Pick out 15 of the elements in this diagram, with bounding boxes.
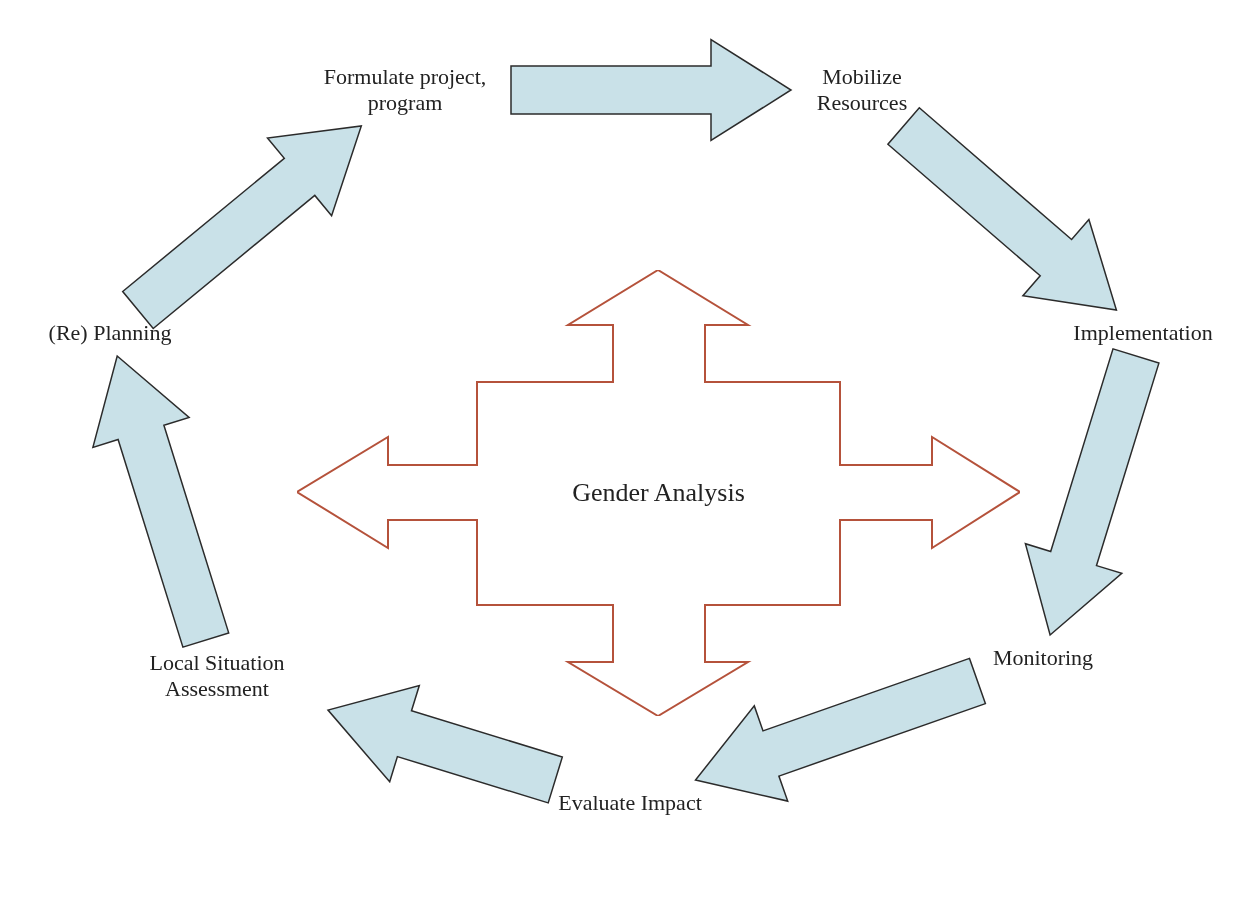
step-label: (Re) Planning xyxy=(48,319,172,347)
block-arrow xyxy=(1024,347,1160,637)
step-label: Monitoring xyxy=(992,644,1094,672)
block-arrow xyxy=(91,354,230,649)
block-arrow xyxy=(886,106,1118,311)
block-arrow xyxy=(326,684,564,804)
block-arrow xyxy=(121,125,363,330)
step-label: Evaluate Impact xyxy=(558,789,702,817)
block-arrow xyxy=(510,38,793,142)
step-label: Mobilize Resources xyxy=(815,63,909,117)
step-label: Implementation xyxy=(1073,319,1213,347)
block-arrow xyxy=(694,657,987,803)
step-label: Local Situation Assessment xyxy=(148,649,286,703)
step-label: Formulate project, program xyxy=(322,63,488,117)
center-label: Gender Analysis xyxy=(572,477,745,509)
